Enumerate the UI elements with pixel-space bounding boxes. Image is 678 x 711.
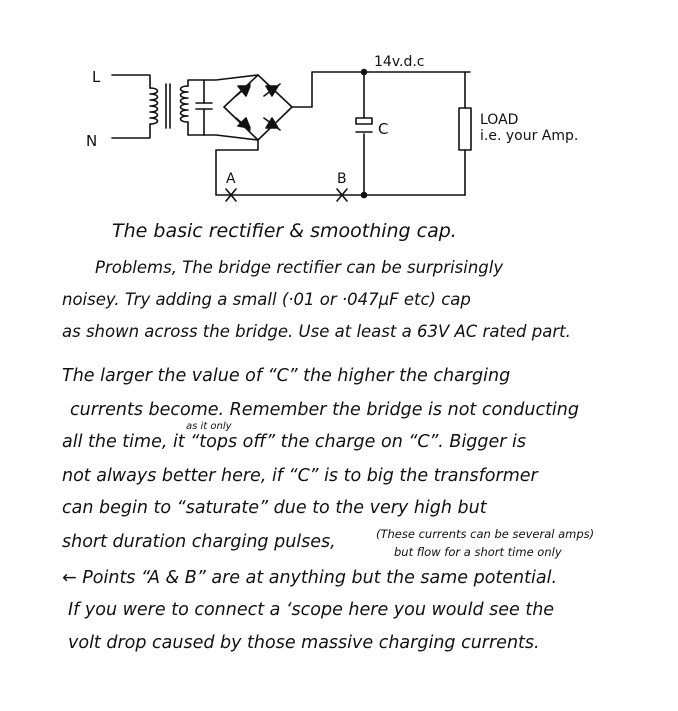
diagram-caption: The basic rectifier & smoothing cap.: [112, 220, 457, 242]
bridge-rectifier: [223, 74, 293, 141]
note-line: If you were to connect a ‘scope here you…: [68, 600, 555, 620]
circuit-diagram: L N 14v.d.c A B C LOAD i.e. your: [86, 54, 578, 202]
point-a-mark: [225, 188, 237, 202]
load-label: LOAD: [480, 112, 518, 128]
load-resistor: [458, 107, 472, 151]
note-line: as shown across the bridge. Use at least…: [62, 322, 571, 341]
secondary-winding: [179, 85, 189, 123]
load-sublabel: i.e. your Amp.: [480, 128, 578, 144]
insert-note: as it only: [186, 421, 232, 432]
note-line: ← Points “A & B” are at anything but the…: [62, 568, 558, 588]
voltage-label: 14v.d.c: [374, 54, 425, 70]
secondary-lead-top: [187, 74, 259, 87]
note-line: The larger the value of “C” the higher t…: [62, 366, 511, 386]
note-line: noisey. Try adding a small (·01 or ·047µ…: [62, 290, 471, 309]
junction-dot: [360, 191, 368, 199]
primary-lead-bottom: [111, 123, 151, 139]
note-line: all the time, it “tops off” the charge o…: [62, 432, 527, 452]
junction-dot: [360, 68, 368, 76]
point-b-label: B: [337, 171, 347, 187]
line-label: L: [92, 68, 101, 86]
cap-label: C: [378, 120, 388, 138]
note-line: currents become. Remember the bridge is …: [70, 400, 579, 420]
primary-lead-top: [111, 74, 151, 89]
negative-rail: [215, 139, 466, 196]
note-line: short duration charging pulses,: [62, 532, 336, 552]
point-b-mark: [336, 188, 348, 202]
point-a-label: A: [226, 171, 236, 187]
note-line: Problems, The bridge rectifier can be su…: [95, 258, 504, 277]
secondary-lead-bottom: [187, 121, 259, 141]
bracket-note: but flow for a short time only: [394, 545, 562, 559]
note-line: can begin to “saturate” due to the very …: [62, 498, 487, 518]
smoothing-cap-plate-top: [355, 117, 373, 125]
positive-rail: [291, 71, 471, 108]
primary-winding: [149, 87, 159, 125]
bracket-note: (These currents can be several amps): [376, 527, 595, 541]
note-line: not always better here, if “C” is to big…: [62, 466, 538, 486]
neutral-label: N: [86, 132, 97, 150]
note-line: volt drop caused by those massive chargi…: [68, 633, 540, 653]
